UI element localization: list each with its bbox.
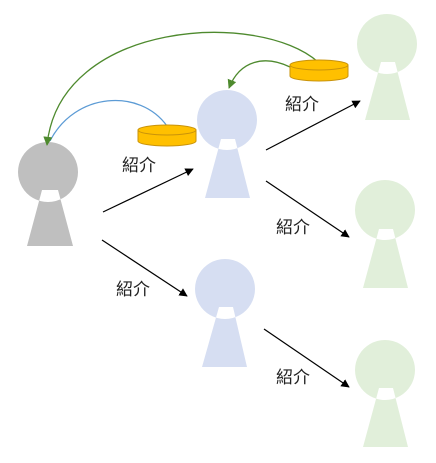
person-level2-bottom-shape: [355, 340, 416, 447]
person-root-shape: [18, 142, 79, 246]
person-root: [18, 142, 79, 246]
person-level1-bottom-shape: [195, 259, 256, 367]
label-referral-top-middle: 紹介: [276, 218, 310, 238]
referral-arrow-root-to-top: [102, 168, 194, 213]
person-level2-middle-shape: [355, 180, 416, 288]
person-level1-bottom: [195, 259, 256, 367]
label-referral-bottom-bottom: 紹介: [276, 368, 310, 388]
referral-arrow-top-to-top: [265, 100, 361, 151]
label-referral-root-top: 紹介: [122, 156, 156, 176]
person-level1-top-shape: [197, 90, 258, 198]
label-referral-top-top: 紹介: [285, 95, 319, 115]
person-level2-top-shape: [357, 14, 418, 120]
coin-root-reward: [137, 124, 197, 147]
reward-curve-level1-to-root: [49, 99, 168, 142]
coin-level1-reward: [289, 59, 349, 82]
reward-curve-level2-to-level1: [227, 60, 291, 89]
person-level2-middle: [355, 180, 416, 288]
person-level2-bottom: [355, 340, 416, 447]
person-level2-top: [357, 14, 418, 120]
reward-curve-level2-to-root: [43, 31, 319, 146]
referral-arrow-top-to-middle: [265, 180, 350, 238]
person-level1-top: [197, 90, 258, 198]
referral-arrow-root-to-bottom: [101, 239, 188, 297]
referral-arrow-bottom-to-bottom: [263, 328, 350, 388]
label-referral-root-bottom: 紹介: [116, 280, 150, 300]
